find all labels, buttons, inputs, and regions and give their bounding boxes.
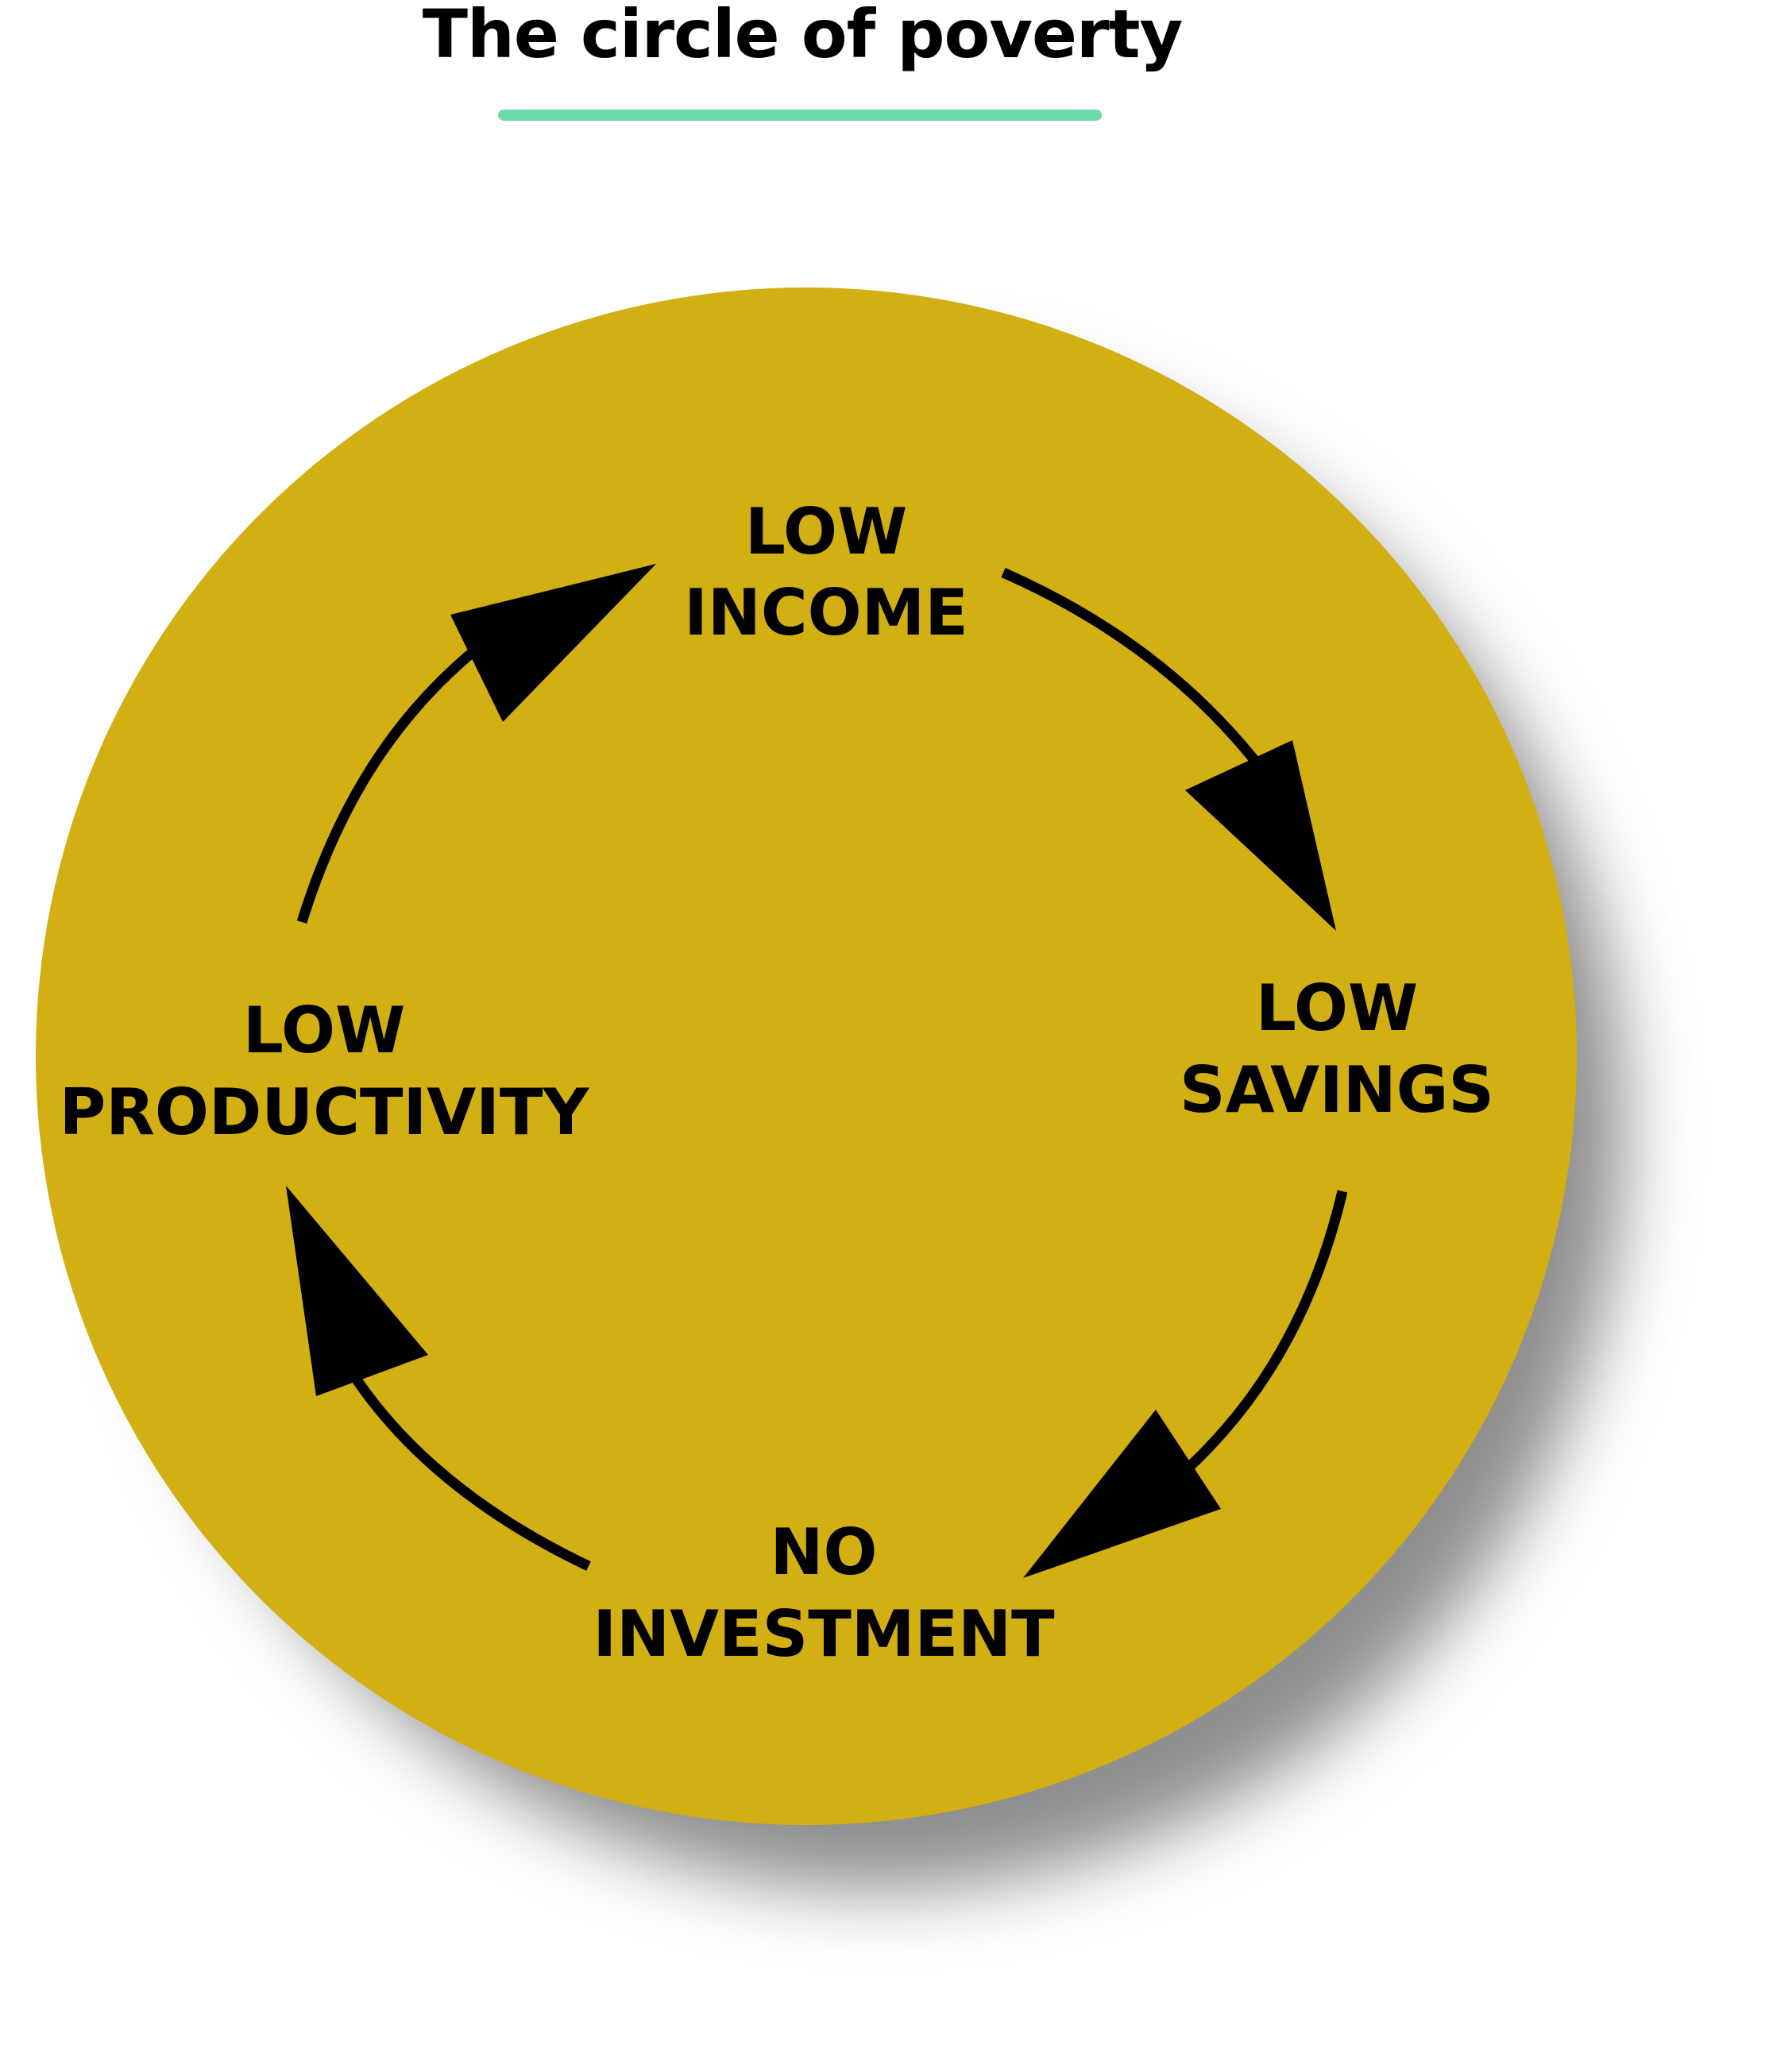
node-label-line: LOW xyxy=(1256,971,1418,1045)
title-underline xyxy=(498,110,1102,121)
node-label-line: SAVINGS xyxy=(1180,1053,1494,1127)
arrow-shaft xyxy=(1156,1190,1348,1498)
node-label-line: NO xyxy=(771,1515,878,1589)
node-low-savings: LOW SAVINGS xyxy=(1180,971,1494,1127)
node-low-productivity: LOW PRODUCTIVITY xyxy=(60,994,590,1149)
arrow-head xyxy=(1185,740,1336,931)
page-title: The circle of poverty xyxy=(422,0,1184,73)
arrow-head xyxy=(450,564,656,722)
node-label-line: LOW xyxy=(745,495,907,569)
arrow-head xyxy=(286,1186,428,1396)
node-label-line: LOW xyxy=(243,994,405,1067)
node-label-line: PRODUCTIVITY xyxy=(60,1075,590,1149)
arrow-productivity-to-income xyxy=(296,564,656,924)
node-no-investment: NO INVESTMENT xyxy=(593,1515,1055,1671)
arrow-income-to-savings xyxy=(1001,568,1336,931)
node-label-line: INVESTMENT xyxy=(593,1597,1055,1671)
arrow-shaft xyxy=(296,623,508,924)
arrow-investment-to-productivity xyxy=(286,1186,591,1571)
node-low-income: LOW INCOME xyxy=(684,495,968,650)
node-label-line: INCOME xyxy=(684,576,968,650)
arrow-head xyxy=(1023,1410,1221,1578)
arrow-savings-to-investment xyxy=(1023,1190,1348,1578)
cycle-circle xyxy=(36,287,1577,1825)
